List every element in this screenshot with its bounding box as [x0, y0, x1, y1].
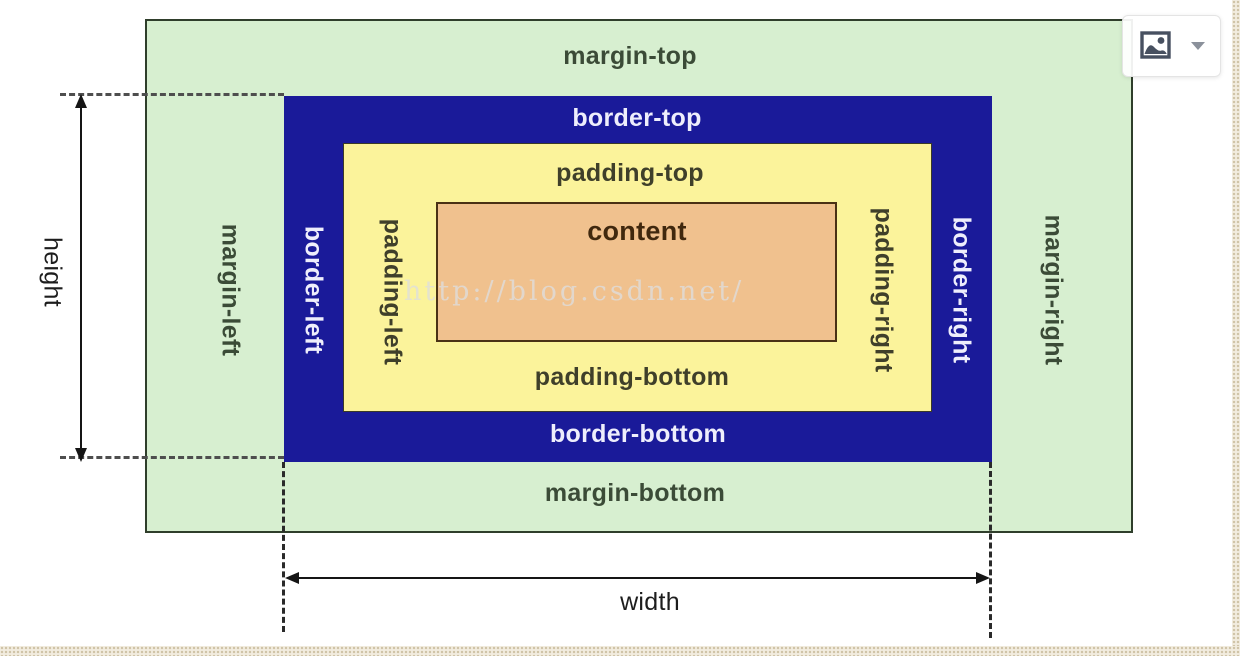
- width-arrow-line: [291, 577, 985, 579]
- margin-left-label: margin-left: [216, 223, 245, 357]
- padding-bottom-label: padding-bottom: [534, 363, 730, 391]
- dashed-guide-bottom: [60, 456, 284, 459]
- image-tools-popup[interactable]: [1122, 15, 1221, 77]
- height-arrow-head-top: [75, 94, 87, 108]
- watermark-text: http://blog.csdn.net/: [404, 276, 745, 307]
- content-label: content: [587, 216, 687, 246]
- page-texture-bottom: [0, 646, 1240, 656]
- padding-right-label: padding-right: [869, 207, 898, 373]
- border-top-label: border-top: [572, 104, 702, 132]
- border-left-label: border-left: [299, 225, 328, 355]
- border-bottom-label: border-bottom: [549, 420, 727, 448]
- dashed-guide-top: [60, 93, 284, 96]
- width-arrow-head-left: [285, 572, 299, 584]
- width-arrow-head-right: [976, 572, 990, 584]
- border-right-label: border-right: [947, 216, 976, 364]
- page-texture-right: [1232, 0, 1240, 656]
- height-arrow-head-bottom: [75, 448, 87, 462]
- image-icon: [1140, 30, 1171, 62]
- margin-right-label: margin-right: [1039, 214, 1068, 366]
- margin-top-label: margin-top: [563, 42, 697, 70]
- height-label: height: [38, 237, 67, 307]
- dashed-guide-right: [989, 462, 992, 638]
- height-arrow-line: [80, 99, 82, 456]
- content-area: [436, 202, 837, 342]
- padding-top-label: padding-top: [556, 159, 704, 187]
- dashed-guide-left: [282, 462, 285, 632]
- image-options-dropdown-button[interactable]: [1187, 38, 1209, 54]
- chevron-down-icon: [1191, 42, 1205, 50]
- padding-left-label: padding-left: [378, 218, 407, 366]
- width-label: width: [620, 588, 680, 616]
- margin-bottom-label: margin-bottom: [544, 479, 726, 507]
- image-button[interactable]: [1140, 30, 1171, 62]
